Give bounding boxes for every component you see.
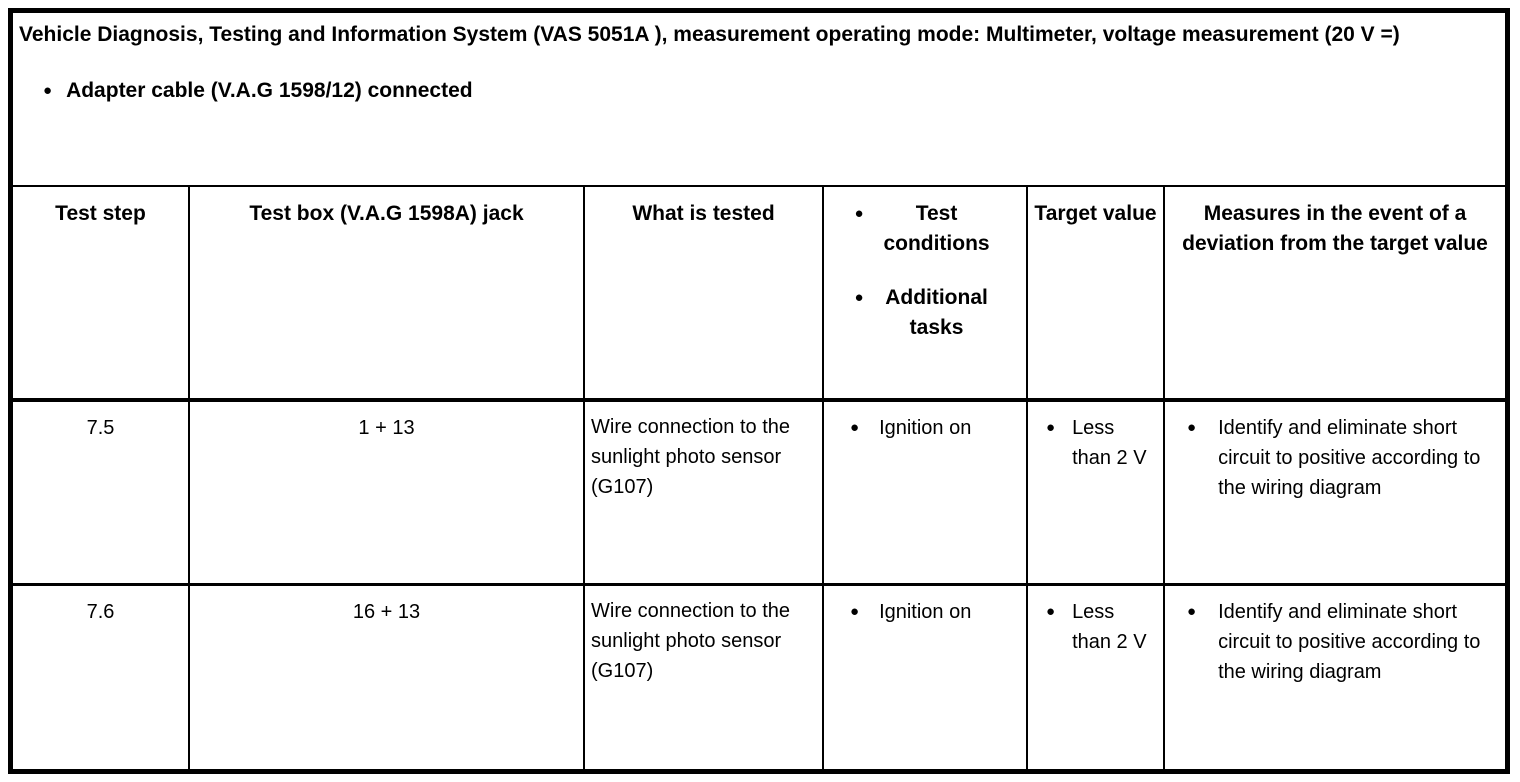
cell-what-tested: Wire connection to the sunlight photo se…: [583, 398, 822, 583]
header-measures: Measures in the event of a deviation fro…: [1163, 185, 1505, 398]
bullet-icon: ●: [43, 82, 53, 99]
bullet-icon: ●: [854, 289, 864, 306]
cell-test-box: 16 + 13: [188, 583, 583, 769]
cell-conditions-text: Ignition on: [879, 417, 972, 439]
header-additional-tasks-text: Additional tasks: [885, 286, 988, 339]
intro-bullet-line: ● Adapter cable (V.A.G 1598/12) connecte…: [13, 76, 1505, 106]
bullet-icon: ●: [850, 419, 860, 436]
bullet-icon: ●: [854, 205, 864, 222]
test-table: Test step Test box (V.A.G 1598A) jack Wh…: [13, 185, 1505, 769]
cell-what-tested: Wire connection to the sunlight photo se…: [583, 583, 822, 769]
cell-conditions: ● Ignition on: [822, 398, 1026, 583]
cell-target-value-text: Less than 2 V: [1072, 417, 1147, 469]
header-test-step: Test step: [13, 185, 188, 398]
header-additional-tasks-item: ● Additional tasks: [854, 283, 995, 343]
cell-measures: ● Identify and eliminate short circuit t…: [1163, 398, 1505, 583]
cell-conditions: ● Ignition on: [822, 583, 1026, 769]
header-conditions-text: Test conditions: [883, 202, 990, 255]
intro-block: Vehicle Diagnosis, Testing and Informati…: [13, 13, 1505, 185]
cell-target-value-text: Less than 2 V: [1072, 601, 1147, 653]
cell-conditions-text: Ignition on: [879, 601, 972, 623]
cell-target-value: ● Less than 2 V: [1026, 398, 1163, 583]
bullet-icon: ●: [850, 603, 860, 620]
cell-test-step: 7.6: [13, 583, 188, 769]
cell-test-box: 1 + 13: [188, 398, 583, 583]
header-conditions-item: ● Test conditions: [854, 199, 995, 259]
header-conditions: ● Test conditions ● Additional tasks: [822, 185, 1026, 398]
page-frame: Vehicle Diagnosis, Testing and Informati…: [8, 8, 1510, 774]
cell-measures: ● Identify and eliminate short circuit t…: [1163, 583, 1505, 769]
cell-target-value: ● Less than 2 V: [1026, 583, 1163, 769]
bullet-icon: ●: [1046, 603, 1056, 620]
bullet-icon: ●: [1187, 419, 1197, 436]
bullet-icon: ●: [1187, 603, 1197, 620]
intro-bullet-text: Adapter cable (V.A.G 1598/12) connected: [66, 79, 473, 102]
cell-measures-text: Identify and eliminate short circuit to …: [1218, 417, 1481, 499]
bullet-icon: ●: [1046, 419, 1056, 436]
header-target-value: Target value: [1026, 185, 1163, 398]
cell-test-step: 7.5: [13, 398, 188, 583]
cell-measures-text: Identify and eliminate short circuit to …: [1218, 601, 1481, 683]
header-test-box: Test box (V.A.G 1598A) jack: [188, 185, 583, 398]
header-what-tested: What is tested: [583, 185, 822, 398]
document-title: Vehicle Diagnosis, Testing and Informati…: [19, 23, 1400, 46]
